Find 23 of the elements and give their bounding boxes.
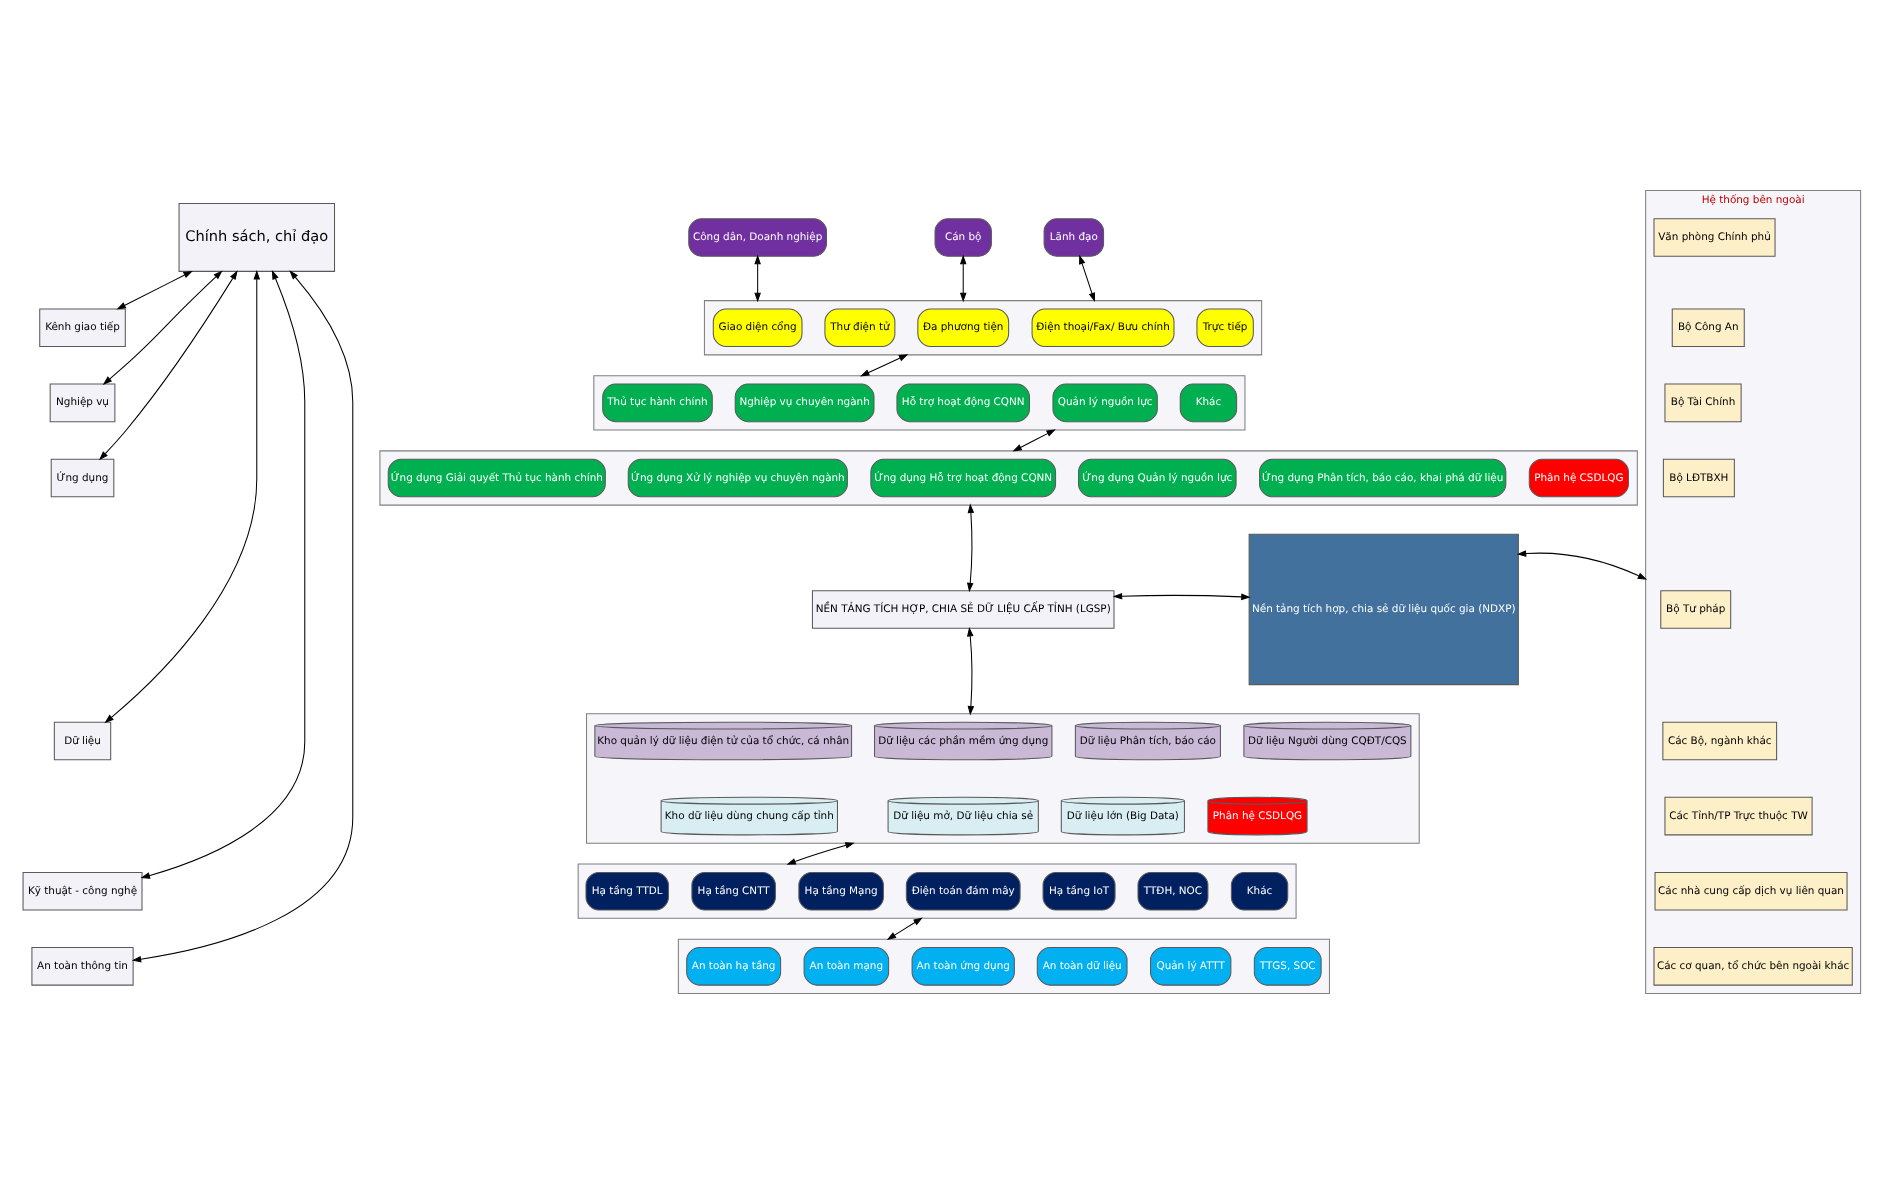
arrow	[1515, 550, 1647, 580]
cluster	[576, 863, 1296, 919]
arrow	[753, 254, 760, 303]
arrow	[1078, 254, 1095, 303]
arrow	[966, 626, 974, 716]
arrow	[958, 254, 966, 303]
arrow	[101, 270, 222, 385]
cluster	[378, 450, 1637, 506]
arrow	[115, 270, 192, 310]
arrow	[966, 503, 974, 593]
arrow	[1011, 429, 1055, 452]
arrow	[130, 270, 353, 963]
arrow	[859, 354, 908, 377]
cluster	[676, 938, 1329, 994]
cluster	[702, 300, 1262, 356]
arrow	[139, 270, 305, 879]
arrow	[885, 917, 922, 941]
cluster	[592, 375, 1245, 431]
arrow	[785, 842, 854, 865]
arrow	[98, 270, 237, 461]
arrow	[1111, 592, 1250, 601]
cluster	[585, 713, 1419, 844]
arrow	[103, 270, 260, 724]
